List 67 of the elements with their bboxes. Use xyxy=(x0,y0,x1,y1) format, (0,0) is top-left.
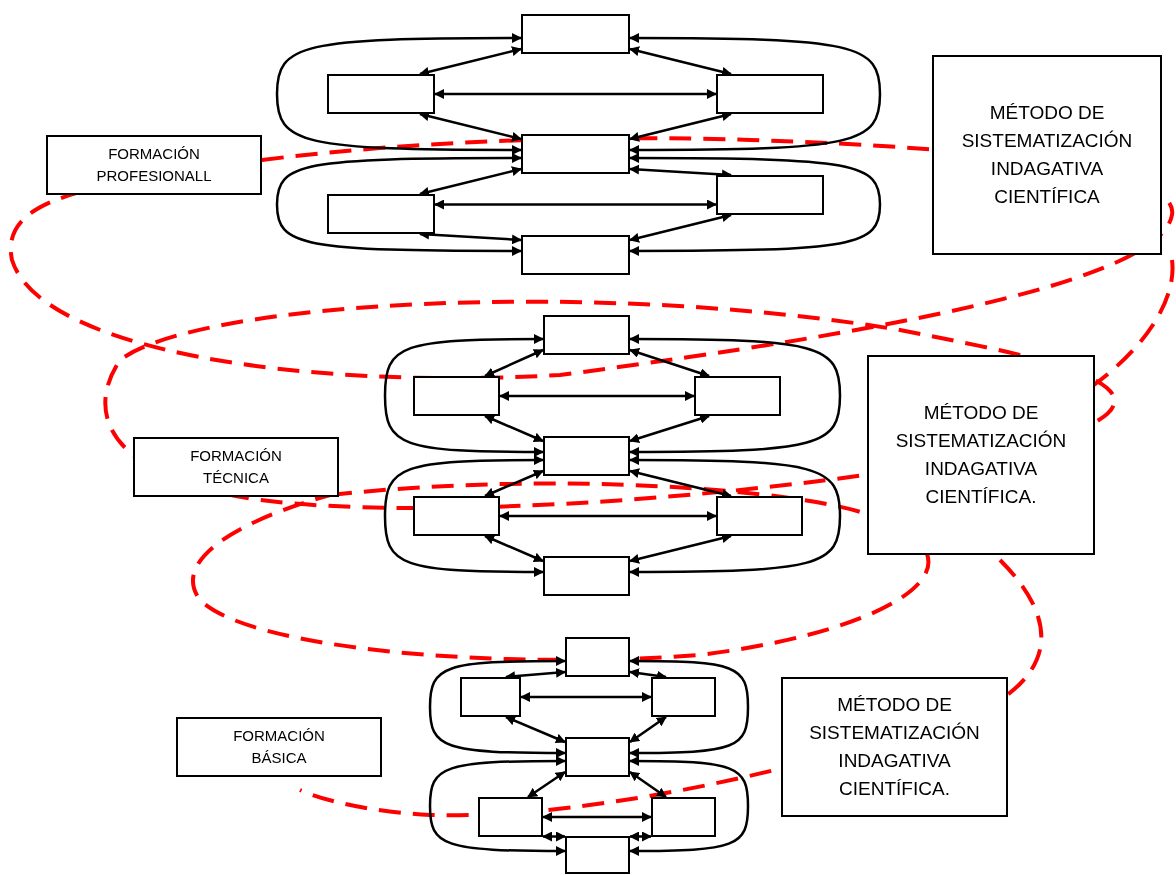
double-arrow xyxy=(484,534,544,563)
method-text: MÉTODO DE SISTEMATIZACIÓN INDAGATIVA CIENTÍFICA. xyxy=(894,401,1068,509)
level-label-box xyxy=(46,135,262,195)
double-arrow xyxy=(484,414,544,443)
empty-box xyxy=(521,235,630,275)
double-arrow xyxy=(629,770,667,799)
method-box xyxy=(867,355,1095,555)
double-arrow xyxy=(629,715,667,744)
empty-box xyxy=(716,74,824,114)
empty-box xyxy=(413,376,500,416)
curved-arrow xyxy=(629,153,882,256)
empty-box xyxy=(521,134,630,174)
double-arrow xyxy=(629,668,667,681)
double-arrow xyxy=(520,692,652,702)
curved-arrow xyxy=(428,756,566,856)
double-arrow xyxy=(629,468,732,499)
double-arrow xyxy=(419,46,522,77)
double-arrow xyxy=(434,199,717,210)
empty-box xyxy=(716,175,824,215)
double-arrow xyxy=(527,770,566,799)
curved-arrow xyxy=(629,334,842,457)
empty-box xyxy=(565,637,630,677)
curved-arrow xyxy=(383,334,544,457)
method-text: MÉTODO DE SISTEMATIZACIÓN INDAGATIVA CIENTÍFICA xyxy=(960,101,1134,209)
empty-box xyxy=(651,797,716,837)
double-arrow xyxy=(629,46,732,77)
curved-arrow xyxy=(629,455,842,577)
double-arrow xyxy=(484,348,544,378)
curved-arrow xyxy=(383,455,544,577)
empty-box xyxy=(565,737,630,777)
empty-box xyxy=(327,194,435,234)
empty-box xyxy=(478,797,543,837)
curved-arrow xyxy=(629,656,750,758)
curved-arrow xyxy=(629,756,750,856)
double-arrow xyxy=(499,511,717,521)
empty-box xyxy=(543,556,630,596)
double-arrow xyxy=(542,831,566,842)
empty-box xyxy=(413,496,500,536)
method-text: MÉTODO DE SISTEMATIZACIÓN INDAGATIVA CIENTÍFICA. xyxy=(808,693,981,801)
level-label: FORMACIÓN TÉCNICA xyxy=(189,446,283,488)
curved-arrow xyxy=(428,656,566,758)
empty-box xyxy=(327,74,435,114)
empty-box xyxy=(651,677,716,717)
curved-arrow xyxy=(629,33,882,155)
curved-arrow xyxy=(275,153,522,256)
curved-arrow xyxy=(275,33,522,155)
double-arrow xyxy=(434,89,717,99)
double-arrow xyxy=(629,831,652,842)
empty-box xyxy=(694,376,781,416)
double-arrow xyxy=(419,166,522,197)
double-arrow xyxy=(499,391,695,401)
level-label: FORMACIÓN BÁSICA xyxy=(232,726,326,768)
method-box xyxy=(781,677,1008,817)
empty-box xyxy=(543,315,630,355)
empty-box xyxy=(543,436,630,476)
empty-box xyxy=(565,836,630,874)
double-arrow xyxy=(505,715,566,744)
method-box xyxy=(932,55,1162,255)
double-arrow xyxy=(542,812,652,822)
empty-box xyxy=(460,677,521,717)
level-label: FORMACIÓN PROFESIONALL xyxy=(95,144,213,186)
level-label-box xyxy=(176,717,382,777)
empty-box xyxy=(521,14,630,54)
empty-box xyxy=(716,496,803,536)
level-label-box xyxy=(133,437,339,497)
double-arrow xyxy=(629,348,710,378)
double-arrow xyxy=(484,469,544,498)
